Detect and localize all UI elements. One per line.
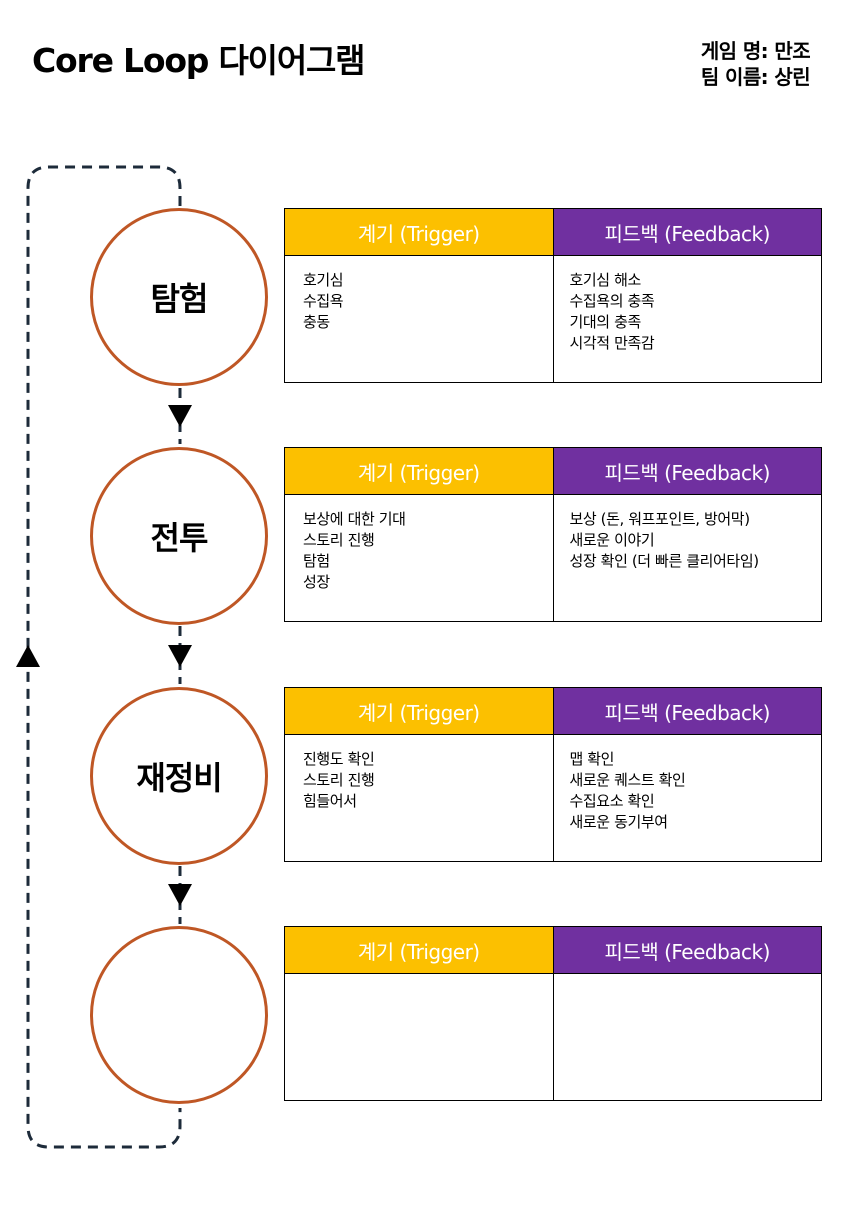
feedback-item: 수집요소 확인: [569, 792, 655, 810]
down-arrow-icon: [168, 645, 192, 667]
feedback-column: 피드백 (Feedback) 맵 확인 새로운 퀘스트 확인 수집요소 확인 새…: [552, 688, 822, 861]
feedback-item: 호기심 해소: [569, 271, 642, 289]
feedback-list: [554, 974, 822, 1100]
trigger-list: 보상에 대한 기대 스토리 진행 탐험 성장: [285, 495, 553, 621]
trigger-item: 진행도 확인: [303, 750, 375, 768]
trigger-list: 진행도 확인 스토리 진행 힘들어서: [285, 735, 553, 861]
feedback-item: 맵 확인: [569, 750, 615, 768]
trigger-item: 성장: [303, 573, 330, 591]
feedback-column: 피드백 (Feedback) 호기심 해소 수집욕의 충족 기대의 충족 시각적…: [552, 209, 822, 382]
feedback-column: 피드백 (Feedback) 보상 (돈, 워프포인트, 방어막) 새로운 이야…: [552, 448, 822, 621]
feedback-item: 성장 확인 (더 빠른 클리어타임): [569, 552, 760, 570]
trigger-header: 계기 (Trigger): [285, 927, 553, 974]
trigger-item: 탐험: [303, 552, 330, 570]
feedback-item: 시각적 만족감: [569, 334, 655, 352]
trigger-column: 계기 (Trigger) 보상에 대한 기대 스토리 진행 탐험 성장: [285, 448, 553, 621]
stage-table-4: 계기 (Trigger) 피드백 (Feedback): [284, 926, 822, 1101]
feedback-list: 맵 확인 새로운 퀘스트 확인 수집요소 확인 새로운 동기부여: [554, 735, 822, 861]
up-arrow-icon: [16, 645, 40, 667]
stage-circle-4: [90, 926, 268, 1104]
feedback-item: 새로운 이야기: [569, 531, 655, 549]
feedback-list: 호기심 해소 수집욕의 충족 기대의 충족 시각적 만족감: [554, 256, 822, 382]
feedback-header: 피드백 (Feedback): [553, 448, 821, 495]
trigger-header: 계기 (Trigger): [285, 209, 553, 256]
team-name: 팀 이름: 상린: [700, 65, 811, 89]
trigger-item: 수집욕: [303, 292, 344, 310]
feedback-item: 새로운 동기부여: [569, 813, 669, 831]
feedback-item: 새로운 퀘스트 확인: [569, 771, 686, 789]
stage-circle-2: 전투: [90, 447, 268, 625]
trigger-item: 스토리 진행: [303, 771, 375, 789]
stage-table-1: 계기 (Trigger) 호기심 수집욕 충동 피드백 (Feedback) 호…: [284, 208, 822, 383]
stage-circle-3: 재정비: [90, 687, 268, 865]
project-info: 게임 명: 만조 팀 이름: 상린: [700, 38, 811, 90]
feedback-column: 피드백 (Feedback): [552, 927, 822, 1100]
trigger-list: 호기심 수집욕 충동: [285, 256, 553, 382]
trigger-column: 계기 (Trigger) 호기심 수집욕 충동: [285, 209, 553, 382]
trigger-list: [285, 974, 553, 1100]
stage-circle-1: 탐험: [90, 208, 268, 386]
trigger-item: 충동: [303, 313, 330, 331]
trigger-item: 보상에 대한 기대: [303, 510, 406, 528]
trigger-header: 계기 (Trigger): [285, 688, 553, 735]
stage-table-2: 계기 (Trigger) 보상에 대한 기대 스토리 진행 탐험 성장 피드백 …: [284, 447, 822, 622]
trigger-item: 힘들어서: [303, 792, 357, 810]
trigger-column: 계기 (Trigger): [285, 927, 553, 1100]
stage-table-3: 계기 (Trigger) 진행도 확인 스토리 진행 힘들어서 피드백 (Fee…: [284, 687, 822, 862]
trigger-item: 스토리 진행: [303, 531, 375, 549]
feedback-list: 보상 (돈, 워프포인트, 방어막) 새로운 이야기 성장 확인 (더 빠른 클…: [554, 495, 822, 621]
page-title: Core Loop 다이어그램: [32, 41, 366, 80]
game-name: 게임 명: 만조: [700, 39, 811, 63]
feedback-header: 피드백 (Feedback): [553, 688, 821, 735]
feedback-header: 피드백 (Feedback): [553, 927, 821, 974]
trigger-item: 호기심: [303, 271, 344, 289]
feedback-item: 수집욕의 충족: [569, 292, 655, 310]
feedback-header: 피드백 (Feedback): [553, 209, 821, 256]
trigger-column: 계기 (Trigger) 진행도 확인 스토리 진행 힘들어서: [285, 688, 553, 861]
feedback-item: 기대의 충족: [569, 313, 642, 331]
feedback-item: 보상 (돈, 워프포인트, 방어막): [569, 510, 751, 528]
down-arrow-icon: [168, 884, 192, 906]
down-arrow-icon: [168, 405, 192, 427]
trigger-header: 계기 (Trigger): [285, 448, 553, 495]
